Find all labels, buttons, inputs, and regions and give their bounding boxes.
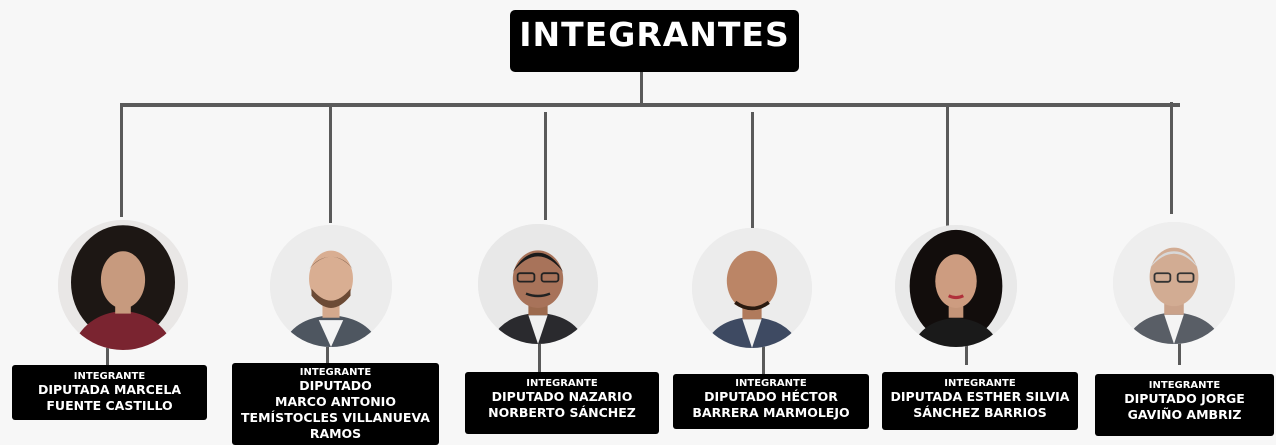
- member-role: INTEGRANTE: [1148, 380, 1221, 391]
- member-name-line: NORBERTO SÁNCHEZ: [488, 405, 636, 420]
- member-card-5: INTEGRANTE DIPUTADA ESTHER SILVIA SÁNCHE…: [882, 372, 1078, 430]
- member-card-4: INTEGRANTE DIPUTADO HÉCTOR BARRERA MARMO…: [673, 374, 869, 429]
- drop-connector: [544, 112, 547, 220]
- member-role: INTEGRANTE: [526, 378, 598, 389]
- member-card-2: INTEGRANTE DIPUTADO MARCO ANTONIO TEMÍST…: [232, 363, 439, 445]
- card-connector: [762, 343, 765, 375]
- drop-connector: [120, 105, 123, 217]
- member-photo-2: [270, 225, 392, 347]
- member-name-line: DIPUTADO JORGE: [1124, 391, 1245, 406]
- member-photo-3: [478, 224, 598, 344]
- member-photo-5: [895, 225, 1017, 347]
- member-card-1: INTEGRANTE DIPUTADA MARCELA FUENTE CASTI…: [12, 365, 207, 420]
- drop-connector: [751, 112, 754, 228]
- member-name-line: MARCO ANTONIO: [275, 394, 396, 409]
- member-photo-6: [1113, 222, 1235, 344]
- card-connector: [326, 343, 329, 365]
- member-card-3: INTEGRANTE DIPUTADO NAZARIO NORBERTO SÁN…: [465, 372, 659, 434]
- title-connector: [640, 72, 643, 105]
- member-photo-4: [692, 228, 812, 348]
- member-name-line: RAMOS: [309, 426, 362, 441]
- member-name-line: BARRERA MARMOLEJO: [692, 405, 850, 420]
- member-role: INTEGRANTE: [944, 378, 1016, 389]
- drop-connector: [329, 105, 332, 223]
- member-name-line: DIPUTADO HÉCTOR: [704, 389, 838, 404]
- card-connector: [106, 343, 109, 367]
- card-connector: [538, 343, 541, 372]
- member-role: INTEGRANTE: [73, 371, 146, 382]
- horizontal-connector: [120, 103, 1180, 107]
- card-connector: [1178, 343, 1181, 365]
- member-name-line: TEMÍSTOCLES VILLANUEVA: [241, 410, 430, 425]
- member-name-line: GAVIÑO AMBRIZ: [1127, 407, 1242, 422]
- drop-connector: [1170, 102, 1173, 214]
- member-role: INTEGRANTE: [735, 378, 807, 389]
- member-name-line: DIPUTADA MARCELA: [37, 382, 182, 397]
- member-photo-1: [58, 220, 188, 350]
- member-name-line: DIPUTADA ESTHER SILVIA: [890, 389, 1070, 404]
- member-name-line: DIPUTADO: [299, 378, 372, 393]
- member-card-6: INTEGRANTE DIPUTADO JORGE GAVIÑO AMBRIZ: [1095, 374, 1274, 436]
- drop-connector: [946, 105, 949, 227]
- chart-title: INTEGRANTES: [510, 10, 799, 72]
- member-name-line: FUENTE CASTILLO: [46, 398, 173, 413]
- card-connector: [965, 343, 968, 365]
- member-name-line: SÁNCHEZ BARRIOS: [913, 405, 1047, 420]
- member-role: INTEGRANTE: [299, 367, 372, 378]
- member-name-line: DIPUTADO NAZARIO: [491, 389, 633, 404]
